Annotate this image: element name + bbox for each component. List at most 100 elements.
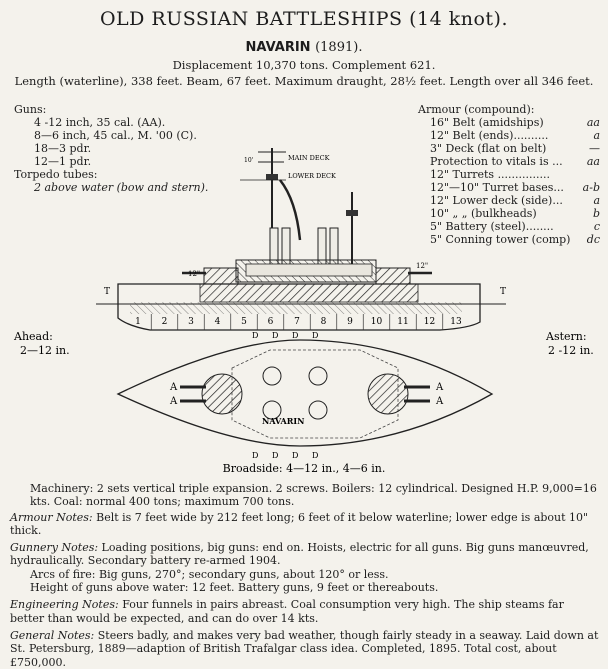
- gun-mark-d: D: [292, 451, 298, 460]
- armour-row: 3" Deck (flat on belt)—: [418, 142, 600, 155]
- armour-row: 5" Battery (steel)........ c: [418, 220, 600, 233]
- frame-number: 6: [268, 317, 274, 327]
- armour-note-text: Belt is 7 feet wide by 212 feet long; 6 …: [10, 510, 589, 537]
- frame-number: 9: [347, 317, 353, 327]
- battery-outline: [231, 349, 399, 439]
- frame-number: 10: [371, 317, 383, 327]
- gun-item: 4 -12 inch, 35 cal. (AA).: [34, 116, 166, 129]
- armour-row-grade: a: [593, 129, 600, 142]
- armour-row-label: 5" Battery (steel)........: [430, 220, 554, 233]
- main-deck-label: MAIN DECK: [288, 154, 330, 162]
- torpedo-mark-t: T: [500, 287, 506, 297]
- frame-number: 3: [188, 317, 194, 327]
- general-note-text: Steers badly, and makes very bad weather…: [10, 628, 599, 669]
- armour-row: Protection to vitals is ...aa: [418, 155, 600, 168]
- armour-row-grade: aa: [586, 155, 600, 168]
- aft-turret: [375, 267, 411, 285]
- gun-size-label: 12": [416, 262, 428, 270]
- armour-note: Armour Notes: Belt is 7 feet wide by 212…: [10, 511, 600, 538]
- aft-turret-plan: [367, 373, 409, 415]
- gunnery-note: Gunnery Notes: Loading positions, big gu…: [10, 541, 600, 568]
- derrick: [279, 179, 302, 241]
- armour-row-grade: c: [593, 220, 600, 233]
- machinery-note: Machinery: 2 sets vertical triple expans…: [30, 482, 597, 509]
- gun-item: 18—3 pdr.: [34, 142, 92, 155]
- ship-year: (1891).: [315, 40, 363, 55]
- gun-mark-d: D: [292, 331, 298, 340]
- frame-number: 12: [424, 317, 435, 327]
- frame-number: 7: [294, 317, 300, 327]
- ahead-value: 2—12 in.: [20, 344, 70, 357]
- armour-row-grade: aa: [586, 116, 600, 129]
- frame-number: 4: [215, 317, 221, 327]
- armour-row: 12"—10" Turret bases... a-b: [418, 181, 600, 194]
- ship-name: NAVARIN (1891).: [0, 40, 608, 55]
- armour-row-grade: —: [589, 142, 600, 155]
- armour-row-label: 12"—10" Turret bases...: [430, 181, 564, 194]
- fore-turret-plan: [201, 373, 243, 415]
- gun-mark-d: D: [312, 451, 318, 460]
- frame-number: 2: [162, 317, 168, 327]
- armour-row: 12" Turrets ...............: [418, 168, 600, 181]
- deck-plan: [116, 339, 494, 447]
- belt-armour: [130, 302, 462, 314]
- funnel-plan: [262, 366, 282, 386]
- frame-number: 8: [321, 317, 327, 327]
- armour-heading: Armour (compound):: [418, 103, 535, 116]
- page-title: OLD RUSSIAN BATTLESHIPS (14 knot).: [99, 8, 509, 30]
- armour-row: 12" Belt (ends).......... a: [418, 129, 600, 142]
- gun-size-label: 12": [188, 270, 200, 278]
- armour-row-label: 10" „ „ (bulkheads): [430, 207, 537, 220]
- lower-deck-label: LOWER DECK: [288, 172, 336, 180]
- armour-row-grade: a-b: [582, 181, 600, 194]
- astern-value: 2 -12 in.: [548, 344, 594, 357]
- frame-number: 13: [450, 317, 462, 327]
- funnel-plan: [308, 366, 328, 386]
- gun-mark-a: A: [435, 396, 444, 407]
- frame-number: 11: [397, 317, 408, 327]
- engineering-note-label: Engineering Notes:: [10, 598, 119, 612]
- astern-label: Astern:: [545, 330, 587, 343]
- gun-mark-a: A: [169, 396, 178, 407]
- notes-section: Machinery: 2 sets vertical triple expans…: [10, 482, 600, 669]
- hull-name-label: NAVARIN: [262, 416, 304, 426]
- gun-item: 12—1 pdr.: [34, 155, 92, 168]
- armour-row-label: 12" Turrets ...............: [430, 168, 551, 181]
- broadside-caption: Broadside: 4—12 in., 4—6 in.: [223, 462, 386, 475]
- funnel-plan: [308, 400, 328, 420]
- armour-row: 12" Lower deck (side)...a: [418, 194, 600, 207]
- armour-row-label: 5" Conning tower (comp): [430, 233, 571, 246]
- general-note-label: General Notes:: [10, 628, 95, 642]
- engineering-note: Engineering Notes: Four funnels in pairs…: [10, 598, 600, 625]
- torpedo-heading: Torpedo tubes:: [14, 168, 98, 181]
- height-note: Height of guns above water: 12 feet. Bat…: [30, 581, 439, 595]
- armour-row-grade: b: [592, 207, 600, 220]
- gun-mark-d: D: [252, 451, 258, 460]
- frame-number: 5: [241, 317, 247, 327]
- displacement-line: Displacement 10,370 tons. Complement 621…: [172, 58, 436, 72]
- fore-turret: [203, 267, 239, 285]
- ahead-label: Ahead:: [13, 330, 53, 343]
- armour-note-label: Armour Notes:: [10, 510, 93, 524]
- general-note: General Notes: Steers badly, and makes v…: [10, 629, 600, 669]
- engineering-note-text: Four funnels in pairs abreast. Coal cons…: [10, 598, 564, 625]
- gun-mark-d: D: [312, 331, 318, 340]
- torpedo-mark-t: T: [104, 287, 110, 297]
- armour-row: 16" Belt (amidships)aa: [418, 116, 600, 129]
- fore-top: [266, 174, 278, 180]
- gun-mark-a: A: [169, 382, 178, 393]
- gun-mark-d: D: [252, 331, 258, 340]
- gun-mark-d: D: [272, 451, 278, 460]
- gunnery-note-text: Loading positions, big guns: end on. Hoi…: [10, 541, 589, 568]
- armour-row-label: 12" Lower deck (side)...: [430, 194, 563, 207]
- armour-row: 10" „ „ (bulkheads) b: [418, 207, 600, 220]
- ship-name-text: NAVARIN: [245, 40, 311, 55]
- arcs-note: Arcs of fire: Big guns, 270°; secondary …: [30, 567, 389, 581]
- main-top: [346, 210, 358, 216]
- armour-row-label: 12" Belt (ends)..........: [430, 129, 549, 142]
- guns-heading: Guns:: [14, 103, 47, 116]
- deck-mark: 10': [244, 157, 254, 164]
